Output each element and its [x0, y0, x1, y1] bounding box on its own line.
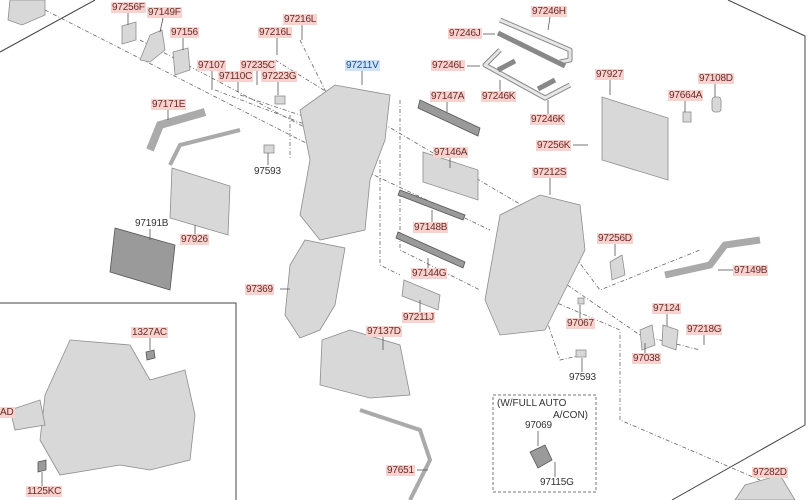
part-label-97926[interactable]: 97926 — [180, 234, 209, 245]
part-label-97256K[interactable]: 97256K — [536, 140, 572, 151]
frame-line — [671, 0, 806, 500]
option-box-frame — [492, 394, 597, 493]
part-label-97246J[interactable]: 97246J — [448, 28, 482, 39]
part-label-97067[interactable]: 97067 — [566, 318, 595, 329]
part-label-97148B[interactable]: 97148B — [413, 222, 449, 233]
part-label-97369[interactable]: 97369 — [245, 284, 274, 295]
part-label-97223G[interactable]: 97223G — [261, 71, 298, 82]
part-label-97137D[interactable]: 97137D — [366, 326, 402, 337]
part-label-AD[interactable]: AD — [0, 407, 15, 418]
part-label-97593[interactable]: 97593 — [254, 166, 281, 177]
part-label-97038[interactable]: 97038 — [632, 353, 661, 364]
part-label-97927[interactable]: 97927 — [595, 69, 624, 80]
part-label-1125KC[interactable]: 1125KC — [26, 486, 63, 497]
part-label-97216L[interactable]: 97216L — [283, 14, 318, 25]
option-box-title-line2: A/CON) — [553, 410, 588, 421]
part-label-97593[interactable]: 97593 — [569, 372, 596, 383]
part-label-97256D[interactable]: 97256D — [597, 233, 633, 244]
part-label-97156[interactable]: 97156 — [170, 27, 199, 38]
part-label-97211J[interactable]: 97211J — [402, 312, 435, 323]
frame-line — [0, 0, 96, 53]
leader-lines — [41, 13, 733, 486]
part-label-97218G[interactable]: 97218G — [686, 324, 723, 335]
part-label-97211V-selected[interactable]: 97211V — [345, 60, 380, 71]
part-label-97144G[interactable]: 97144G — [411, 268, 448, 279]
part-label-97115G[interactable]: 97115G — [540, 477, 574, 488]
inset-frame — [0, 302, 237, 500]
part-label-97108D[interactable]: 97108D — [698, 73, 734, 84]
part-label-97171E[interactable]: 97171E — [151, 99, 187, 110]
part-label-97246H[interactable]: 97246H — [531, 6, 567, 17]
part-label-97235C[interactable]: 97235C — [240, 60, 276, 71]
part-label-1327AC[interactable]: 1327AC — [131, 327, 168, 338]
part-label-97149B[interactable]: 97149B — [733, 265, 769, 276]
part-label-97149F[interactable]: 97149F — [147, 7, 182, 18]
part-label-97107[interactable]: 97107 — [197, 60, 226, 71]
part-label-97246K[interactable]: 97246K — [481, 91, 517, 102]
part-label-97282D[interactable]: 97282D — [752, 467, 788, 478]
part-label-97651[interactable]: 97651 — [386, 465, 415, 476]
part-label-97069[interactable]: 97069 — [525, 420, 552, 431]
part-label-97146A[interactable]: 97146A — [433, 147, 469, 158]
part-label-97246L[interactable]: 97246L — [431, 60, 466, 71]
part-label-97256F[interactable]: 97256F — [111, 2, 146, 13]
part-label-97212S[interactable]: 97212S — [532, 167, 568, 178]
part-label-97191B[interactable]: 97191B — [135, 218, 169, 229]
part-label-97110C[interactable]: 97110C — [218, 71, 254, 82]
option-box-title-line1: (W/FULL AUTO — [497, 398, 567, 409]
part-label-97664A[interactable]: 97664A — [668, 90, 704, 101]
part-label-97147A[interactable]: 97147A — [430, 91, 466, 102]
part-label-97124[interactable]: 97124 — [652, 303, 681, 314]
part-label-97216L[interactable]: 97216L — [258, 27, 293, 38]
part-label-97246K[interactable]: 97246K — [530, 114, 566, 125]
